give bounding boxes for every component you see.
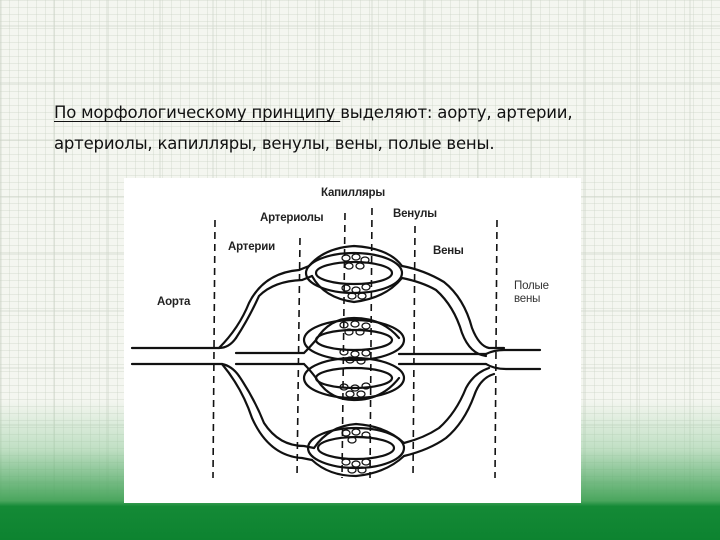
text-line2: артериолы, капилляры, венулы, вены, полы… [54,134,495,153]
label-arterioles: Артериолы [260,212,324,224]
vessel-diagram-drawing [130,207,542,479]
label-arteries: Артерии [228,241,275,253]
underlined-phrase: По морфологическому принципу [54,103,341,122]
label-venules: Венулы [393,208,437,220]
capillary-cells [339,253,371,474]
text-line1-rest: выделяют: аорту, артерии, [340,103,573,122]
label-capillaries: Капилляры [321,187,385,199]
label-vena-cava: Полые вены [514,280,549,306]
label-veins: Вены [433,245,464,257]
label-vena-cava-line2: вены [514,293,541,305]
vessel-diagram: Капилляры Артериолы Венулы Артерии Вены … [124,178,581,503]
label-vena-cava-line1: Полые [514,280,549,292]
label-aorta: Аорта [157,296,191,308]
slide-body-text: По морфологическому принципу выделяют: а… [54,97,694,159]
vessels [130,244,542,478]
